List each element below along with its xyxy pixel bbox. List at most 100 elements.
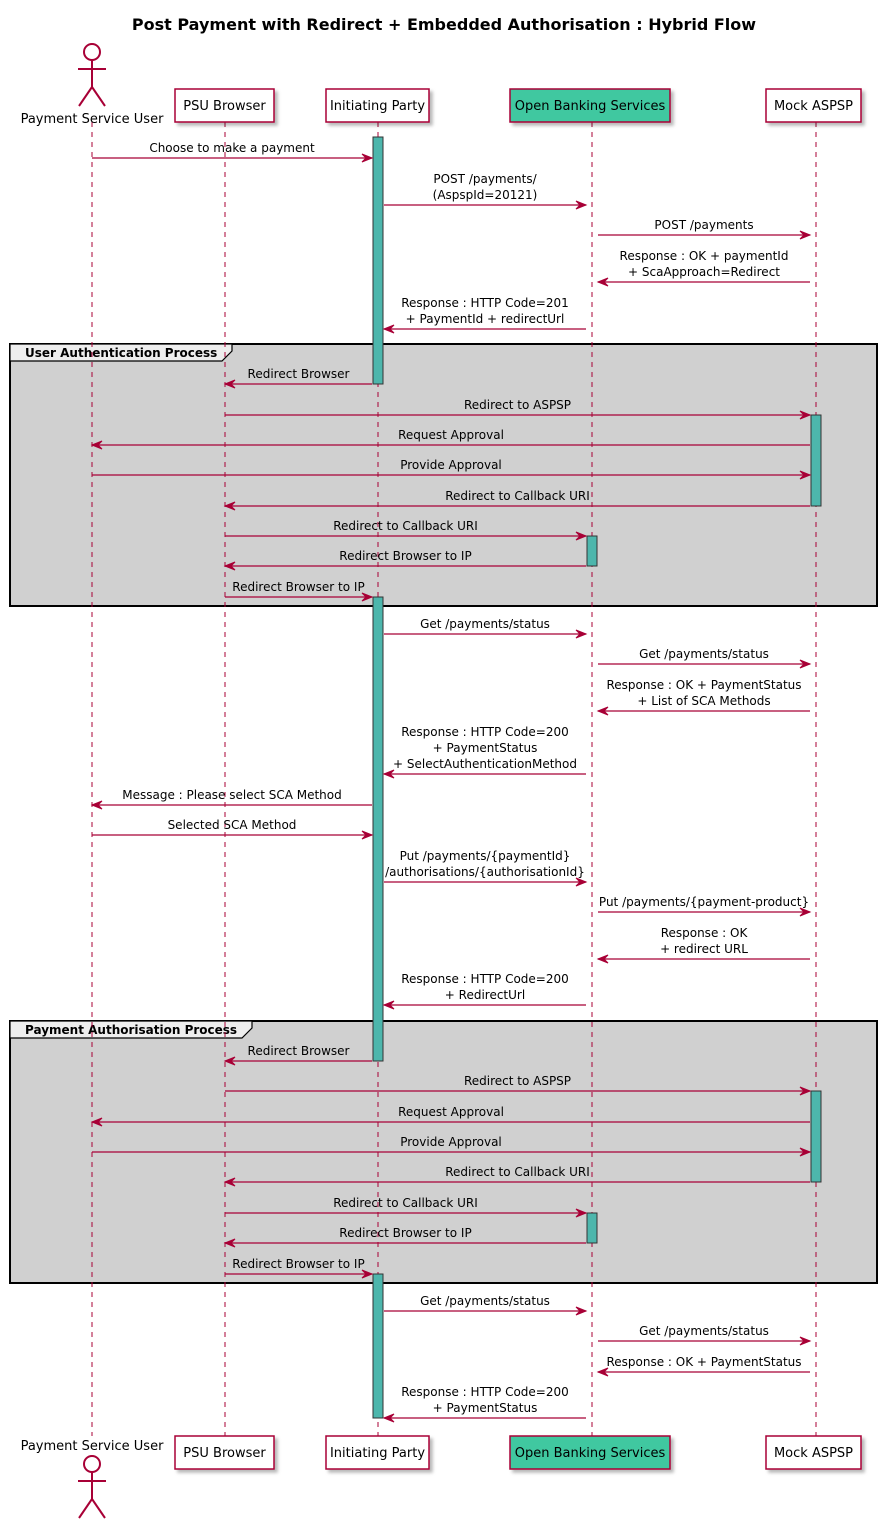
- arrow-head: [575, 1208, 588, 1218]
- message-label: + ScaApproach=Redirect: [628, 265, 780, 279]
- message: Redirect to ASPSP: [225, 1074, 812, 1096]
- message-label: Choose to make a payment: [149, 141, 315, 155]
- message: Redirect Browser to IP: [225, 1257, 374, 1279]
- diagram-title: Post Payment with Redirect + Embedded Au…: [132, 15, 756, 34]
- activation-bar-obs: [586, 535, 598, 567]
- message-label: Redirect to Callback URI: [333, 519, 478, 533]
- arrow-head: [223, 1177, 236, 1187]
- message: Get /payments/status: [384, 617, 588, 639]
- message-label: Provide Approval: [400, 1135, 502, 1149]
- group-label: Payment Authorisation Process: [25, 1023, 237, 1037]
- message: Put /payments/{payment-product}: [598, 895, 812, 917]
- participant-label: PSU Browser: [183, 1446, 266, 1461]
- message-label: Redirect Browser: [248, 1044, 350, 1058]
- arrow-head: [799, 1147, 812, 1157]
- participant-box: [325, 1435, 430, 1470]
- message-label: Redirect to Callback URI: [445, 489, 590, 503]
- participant-psu-bottom: Payment Service User: [21, 1439, 165, 1519]
- arrow-head: [361, 592, 374, 602]
- participant-label: Payment Service User: [21, 1439, 165, 1454]
- participant-label: Mock ASPSP: [774, 1446, 853, 1461]
- arrow-head: [382, 769, 395, 779]
- arrow-head: [223, 1056, 236, 1066]
- message-label: POST /payments/: [433, 172, 537, 186]
- participant-obs-top: Open Banking Services: [509, 88, 671, 123]
- participant-browser-bottom: PSU Browser: [174, 1435, 275, 1470]
- group-tab: [9, 343, 233, 362]
- message: Message : Please select SCA Method: [90, 788, 372, 810]
- message: Redirect to Callback URI: [223, 1165, 810, 1187]
- participant-label: Mock ASPSP: [774, 99, 853, 114]
- participant-box: [509, 88, 671, 123]
- arrow-head: [596, 277, 609, 287]
- message-label: + redirect URL: [660, 942, 748, 956]
- arrow-head: [382, 1413, 395, 1423]
- message: Request Approval: [90, 1105, 810, 1127]
- message-label: Put /payments/{paymentId}: [400, 849, 571, 863]
- message: Choose to make a payment: [92, 141, 374, 163]
- arrow-head: [575, 629, 588, 639]
- message: Get /payments/status: [384, 1294, 588, 1316]
- message: Provide Approval: [92, 458, 812, 480]
- message-label: Selected SCA Method: [168, 818, 297, 832]
- arrow-head: [596, 954, 609, 964]
- message: Response : OK + PaymentStatus + List of S…: [596, 678, 810, 716]
- arrow-head: [382, 324, 395, 334]
- message: Response : OK + PaymentStatus: [596, 1355, 810, 1377]
- participant-aspsp-top: Mock ASPSP: [765, 88, 862, 123]
- message: Selected SCA Method: [92, 818, 374, 840]
- message-label: Get /payments/status: [639, 647, 769, 661]
- message: Redirect to Callback URI: [225, 519, 588, 541]
- arrow-head: [90, 440, 103, 450]
- message-label: Redirect Browser to IP: [232, 1257, 364, 1271]
- message: Response : OK+ redirect URL: [596, 926, 810, 964]
- message-label: (AspspId=20121): [433, 188, 538, 202]
- message-label: + PaymentStatus: [433, 1401, 538, 1415]
- arrow-head: [223, 379, 236, 389]
- message-label: Response : HTTP Code=200: [401, 972, 569, 986]
- arrow-head: [799, 1086, 812, 1096]
- participant-box: [509, 1435, 671, 1470]
- message: POST /payments: [598, 218, 812, 240]
- participant-box: [765, 88, 862, 123]
- message-label: Redirect to ASPSP: [464, 398, 571, 412]
- actor-icon: [78, 1455, 106, 1519]
- message: Redirect Browser to IP: [223, 1226, 586, 1248]
- message-label: Request Approval: [398, 1105, 504, 1119]
- arrow-head: [799, 659, 812, 669]
- message: Put /payments/{paymentId} /authorisations…: [384, 849, 588, 887]
- participant-label: Initiating Party: [330, 99, 425, 114]
- participant-label: Open Banking Services: [515, 99, 666, 114]
- participant-psu-top: Payment Service User: [21, 43, 164, 127]
- message-label: Response : OK + PaymentStatus: [606, 678, 801, 692]
- message-label: Redirect to ASPSP: [464, 1074, 571, 1088]
- message-label: Get /payments/status: [639, 1324, 769, 1338]
- arrow-head: [575, 877, 588, 887]
- participant-browser-top: PSU Browser: [174, 88, 275, 123]
- participant-label: PSU Browser: [183, 99, 266, 114]
- message-label: /authorisations/{authorisationId}: [385, 865, 585, 879]
- activation-bar-aspsp: [810, 414, 822, 507]
- message-label: Response : HTTP Code=201: [401, 296, 569, 310]
- arrow-head: [361, 830, 374, 840]
- message: Provide Approval: [92, 1135, 812, 1157]
- message-label: Response : HTTP Code=200: [401, 1385, 569, 1399]
- message-label: Put /payments/{payment-product}: [599, 895, 809, 909]
- arrow-head: [223, 501, 236, 511]
- arrow-head: [799, 907, 812, 917]
- message: Get /payments/status: [598, 1324, 812, 1346]
- message-label: Message : Please select SCA Method: [122, 788, 342, 802]
- message: POST /payments/ (AspspId=20121): [384, 172, 588, 210]
- arrow-head: [799, 410, 812, 420]
- arrow-head: [575, 200, 588, 210]
- message: Redirect Browser: [223, 1044, 372, 1066]
- participant-ip-top: Initiating Party: [325, 88, 430, 123]
- arrow-head: [799, 230, 812, 240]
- message-label: + List of SCA Methods: [637, 694, 770, 708]
- message-label: Redirect Browser to IP: [232, 580, 364, 594]
- arrow-head: [799, 1336, 812, 1346]
- message-label: + RedirectUrl: [445, 988, 525, 1002]
